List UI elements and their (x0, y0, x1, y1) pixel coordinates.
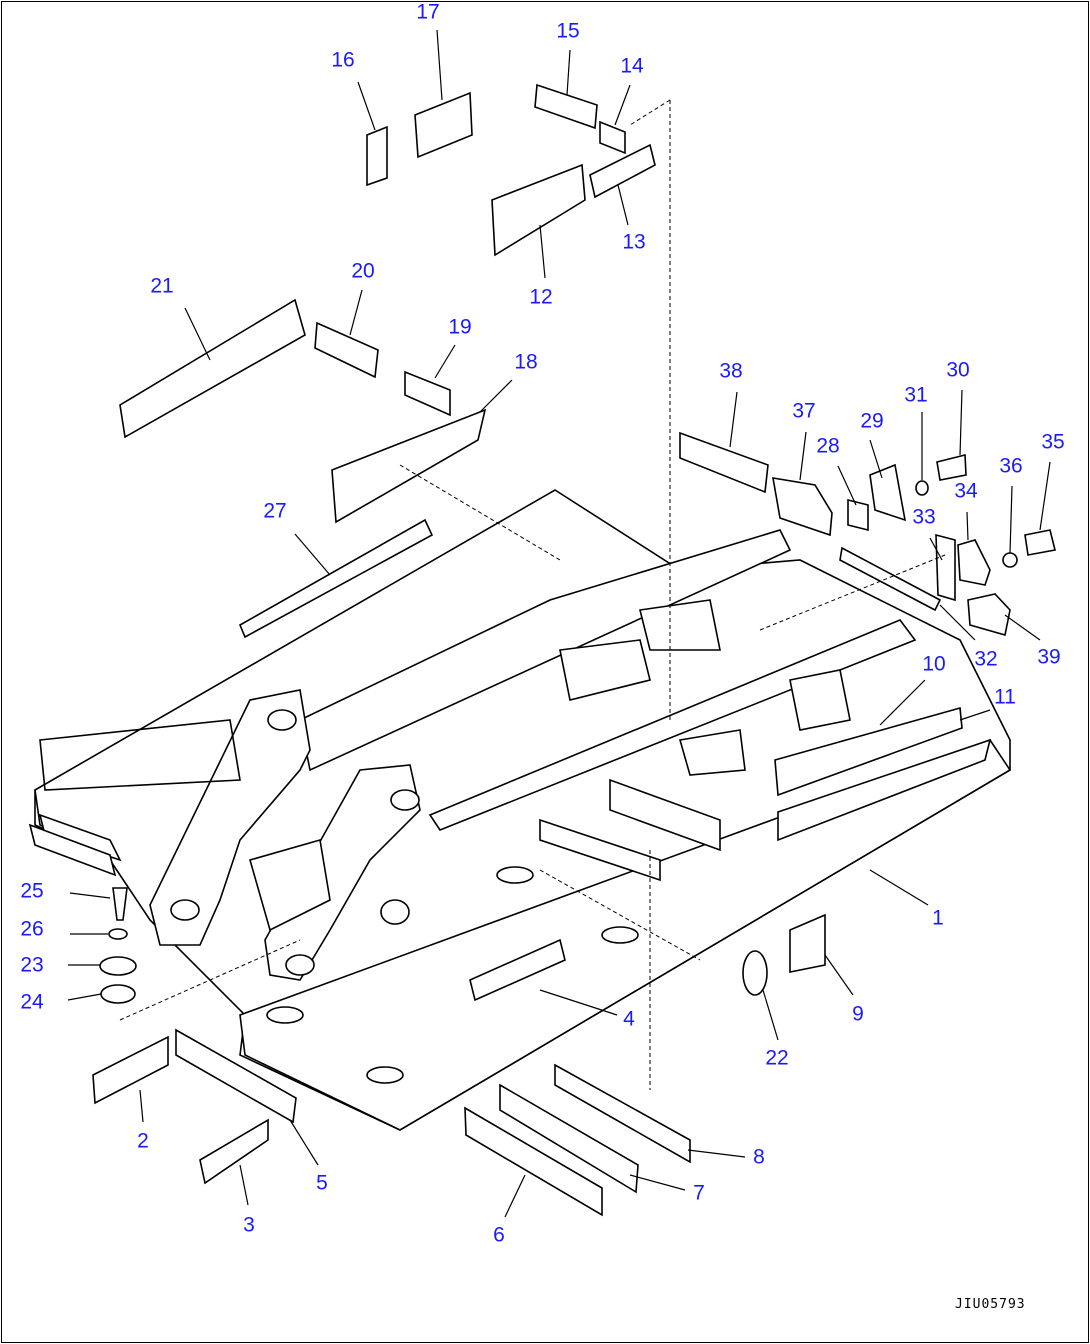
callout-4[interactable]: 4 (623, 1007, 635, 1031)
part-39 (967, 593, 1011, 637)
callout-24[interactable]: 24 (20, 990, 44, 1014)
callout-27[interactable]: 27 (263, 499, 287, 523)
leader-lines (67, 29, 1051, 1218)
callout-29[interactable]: 29 (860, 409, 884, 433)
part-8 (554, 1063, 691, 1164)
revolving-frame (28, 489, 1012, 1131)
callout-1[interactable]: 1 (932, 906, 944, 930)
part-11 (777, 738, 992, 842)
callout-28[interactable]: 28 (816, 434, 840, 458)
part-2 (92, 1035, 169, 1105)
callout-18[interactable]: 18 (514, 350, 538, 374)
callout-25[interactable]: 25 (20, 879, 44, 903)
callout-26[interactable]: 26 (20, 917, 44, 941)
part-30 (936, 453, 967, 481)
callout-22[interactable]: 22 (765, 1046, 789, 1070)
part-7 (499, 1083, 639, 1194)
part-20 (314, 321, 379, 379)
part-10 (774, 706, 963, 797)
callout-38[interactable]: 38 (719, 359, 743, 383)
part-33 (935, 533, 956, 602)
part-14 (599, 120, 626, 155)
part-34 (957, 539, 991, 586)
part-19 (404, 370, 451, 417)
part-26 (108, 928, 128, 940)
callout-13[interactable]: 13 (622, 230, 646, 254)
callout-37[interactable]: 37 (792, 399, 816, 423)
callout-2[interactable]: 2 (137, 1129, 149, 1153)
part-37 (772, 477, 833, 537)
callout-11[interactable]: 11 (994, 685, 1016, 709)
part-38 (679, 431, 769, 494)
part-31 (915, 480, 929, 496)
part-22 (742, 950, 768, 996)
part-29 (869, 463, 907, 522)
callout-34[interactable]: 34 (954, 479, 978, 503)
callout-31[interactable]: 31 (904, 383, 928, 407)
parts (92, 83, 1056, 1217)
callout-7[interactable]: 7 (693, 1181, 705, 1205)
callout-3[interactable]: 3 (243, 1213, 255, 1237)
part-25 (112, 887, 128, 921)
callout-5[interactable]: 5 (316, 1171, 328, 1195)
callout-33[interactable]: 33 (912, 505, 936, 529)
part-9 (789, 913, 826, 973)
part-15 (534, 83, 598, 130)
part-18 (331, 408, 487, 524)
part-27 (238, 518, 434, 639)
callout-19[interactable]: 19 (448, 315, 472, 339)
callout-30[interactable]: 30 (946, 358, 970, 382)
callout-20[interactable]: 20 (351, 259, 375, 283)
callout-36[interactable]: 36 (999, 454, 1023, 478)
part-17 (414, 91, 473, 159)
part-28 (847, 498, 869, 532)
part-13 (589, 143, 656, 199)
callout-16[interactable]: 16 (331, 48, 355, 72)
callout-6[interactable]: 6 (493, 1223, 505, 1247)
part-23 (99, 956, 137, 976)
callout-14[interactable]: 14 (620, 54, 644, 78)
part-6 (464, 1106, 603, 1217)
callout-10[interactable]: 10 (922, 652, 946, 676)
callout-8[interactable]: 8 (753, 1145, 765, 1169)
callout-9[interactable]: 9 (852, 1002, 864, 1026)
part-36 (1002, 552, 1018, 568)
callout-32[interactable]: 32 (974, 647, 998, 671)
part-35 (1024, 529, 1056, 556)
callout-21[interactable]: 21 (150, 274, 174, 298)
part-16 (366, 125, 388, 187)
callout-15[interactable]: 15 (556, 19, 580, 43)
callout-35[interactable]: 35 (1041, 430, 1065, 454)
callout-17[interactable]: 17 (416, 0, 440, 24)
part-5 (175, 1028, 297, 1124)
alignment-lines (119, 99, 946, 1090)
callout-39[interactable]: 39 (1037, 645, 1061, 669)
callout-12[interactable]: 12 (529, 285, 553, 309)
callout-23[interactable]: 23 (20, 953, 44, 977)
part-24 (100, 984, 136, 1004)
part-21 (119, 298, 306, 439)
part-12 (491, 163, 586, 257)
part-32 (839, 546, 942, 612)
diagram-code: JIU05793 (955, 1297, 1026, 1312)
part-3 (199, 1118, 269, 1185)
